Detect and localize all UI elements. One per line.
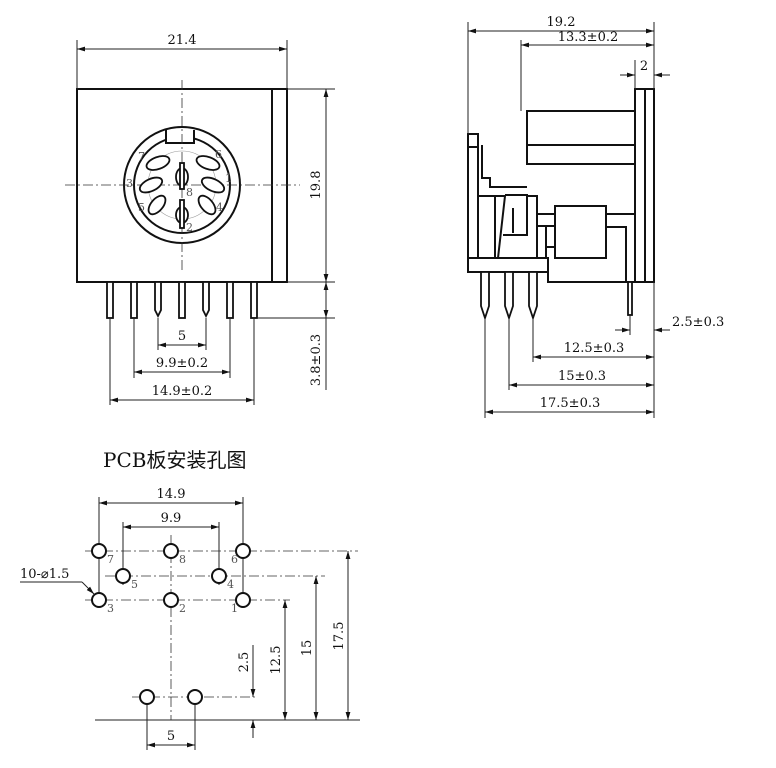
pin-label: 4: [216, 201, 223, 214]
pin-label: 2: [186, 221, 193, 234]
pcb-layout: PCB板安装孔图 7 8 6 5 4 3 2 1 14.9 9.9 10-⌀1.…: [20, 448, 360, 750]
mounting-holes: [91, 543, 251, 705]
dim-pin-pitch: 5: [178, 329, 186, 344]
dim-row2: 15±0.3: [558, 369, 606, 384]
hole-label: 8: [179, 553, 186, 566]
dim-17-5: 17.5: [332, 622, 347, 651]
hole-spec: 10-⌀1.5: [20, 567, 69, 582]
dim-row1: 12.5±0.3: [564, 341, 625, 356]
hole-label: 7: [107, 553, 114, 566]
hole-label: 1: [231, 602, 238, 615]
dim-inner-span: 9.9±0.2: [156, 356, 208, 371]
dim-width: 21.4: [168, 33, 197, 48]
hole-label: 6: [231, 553, 238, 566]
pin-label: 6: [215, 148, 222, 161]
side-view: 19.2 13.3±0.2 2 2.5±0.3 12.5±0.3 15±0.3 …: [467, 15, 724, 418]
dim-5: 5: [167, 729, 175, 744]
dim-2-5: 2.5: [237, 652, 252, 673]
dim-body-depth: 13.3±0.2: [558, 30, 619, 45]
dim-pin-length: 3.8±0.3: [309, 334, 324, 386]
dim-12-5: 12.5: [269, 646, 284, 675]
pcb-title: PCB板安装孔图: [103, 448, 246, 472]
hole-label: 3: [107, 602, 114, 615]
dim-pin-offset: 2.5±0.3: [672, 315, 724, 330]
dim-15: 15: [300, 640, 315, 657]
hole-label: 5: [131, 578, 138, 591]
pin-label: 8: [186, 186, 193, 199]
pin-label: 5: [138, 201, 145, 214]
pin-label: 7: [138, 150, 145, 163]
dim-height: 19.8: [309, 171, 324, 200]
hole-label: 2: [179, 602, 186, 615]
pin-label: 1: [225, 172, 232, 185]
dim-inner-span: 9.9: [161, 511, 182, 526]
pin-label: 3: [126, 177, 133, 190]
dim-depth: 19.2: [547, 15, 576, 30]
front-view: 7 6 3 1 8 5 4 2 21.4 19.8 3.8±0.3 5 9.9±…: [65, 33, 335, 405]
dim-flange: 2: [640, 59, 648, 74]
hole-label: 4: [227, 578, 234, 591]
dim-outer-span: 14.9±0.2: [152, 384, 213, 399]
dim-row3: 17.5±0.3: [540, 396, 601, 411]
dim-outer-span: 14.9: [157, 487, 186, 502]
